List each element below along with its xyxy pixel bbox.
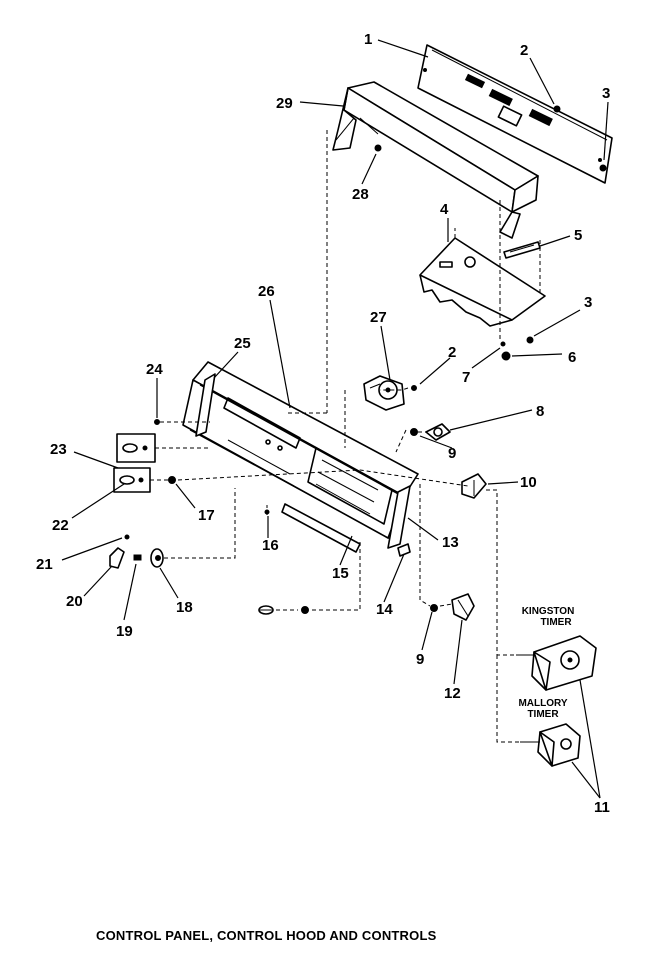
leader-lines — [61, 39, 609, 799]
part-28-screw — [374, 144, 382, 152]
callout-17: 17 — [198, 507, 215, 524]
kingston-label-line2: TIMER — [540, 617, 572, 628]
callout-16: 16 — [262, 537, 279, 554]
callout-6: 6 — [568, 349, 576, 366]
part-12-knob — [451, 593, 475, 621]
callout-24: 24 — [146, 361, 163, 378]
callout-1: 1 — [364, 31, 372, 48]
callout-22: 22 — [52, 517, 69, 534]
part-18-knob — [150, 548, 164, 568]
knob-bottom-left — [258, 605, 274, 615]
callout-23: 23 — [50, 441, 67, 458]
callout-28: 28 — [352, 186, 369, 203]
callout-2-mid: 2 — [448, 344, 456, 361]
part-25-end-trim-left — [195, 373, 216, 437]
callout-26: 26 — [258, 283, 275, 300]
callout-20: 20 — [66, 593, 83, 610]
callout-5: 5 — [574, 227, 582, 244]
callout-8: 8 — [536, 403, 544, 420]
callout-10: 10 — [520, 474, 537, 491]
part-13-end-trim-right — [387, 485, 411, 549]
part-10-switch — [461, 473, 487, 499]
part-1-rear-panel — [417, 44, 613, 184]
part-11-kingston-timer — [516, 635, 597, 691]
callout-27: 27 — [370, 309, 387, 326]
diagram-caption: CONTROL PANEL, CONTROL HOOD AND CONTROLS — [96, 928, 437, 943]
part-2-screw-mid — [411, 385, 417, 391]
part-20-button — [109, 547, 125, 569]
part-9-washer-top — [410, 428, 418, 436]
callout-14: 14 — [376, 601, 393, 618]
part-29-control-hood — [332, 81, 539, 239]
part-3-screw-top — [599, 164, 607, 172]
callout-12: 12 — [444, 685, 461, 702]
part-17-nut — [168, 476, 176, 484]
callout-25: 25 — [234, 335, 251, 352]
callout-3-top: 3 — [602, 85, 610, 102]
part-26-control-panel — [182, 361, 419, 541]
part-4-control-bracket — [419, 228, 546, 327]
callout-7: 7 — [462, 369, 470, 386]
callout-15: 15 — [332, 565, 349, 582]
part-8-knob — [425, 423, 451, 441]
callout-29: 29 — [276, 95, 293, 112]
callout-9-top: 9 — [448, 445, 456, 462]
nut-bottom — [301, 606, 309, 614]
part-27-switch — [363, 375, 405, 411]
callout-21: 21 — [36, 556, 53, 573]
part-3-screw-mid — [526, 336, 534, 344]
part-22-switch-plate — [113, 467, 151, 493]
callout-11: 11 — [594, 799, 610, 816]
part-5-clip — [503, 241, 541, 259]
callouts: 1 2 3 29 28 4 5 3 26 27 25 2 6 7 24 8 9 … — [36, 31, 610, 816]
part-15-lens — [281, 503, 361, 553]
mallory-label-line2: TIMER — [527, 709, 559, 720]
callout-13: 13 — [442, 534, 459, 551]
mallory-label-line1: MALLORY — [518, 698, 567, 709]
callout-3-mid: 3 — [584, 294, 592, 311]
callout-18: 18 — [176, 599, 193, 616]
part-24-screw — [154, 419, 160, 425]
assembly-lines — [150, 130, 541, 743]
kingston-label-line1: KINGSTON — [522, 606, 575, 617]
part-14-clip — [397, 543, 411, 557]
callout-9-bottom: 9 — [416, 651, 424, 668]
part-11-mallory-timer — [520, 723, 581, 767]
part-7-washer — [500, 341, 506, 347]
part-21-screw — [124, 534, 130, 540]
part-9-washer-bottom — [430, 604, 438, 612]
part-6-nut — [501, 351, 511, 361]
part-23-switch-plate — [116, 433, 156, 463]
callout-4: 4 — [440, 201, 449, 218]
callout-2-top: 2 — [520, 42, 528, 59]
part-2-screw-top — [553, 105, 561, 113]
part-19-spring — [133, 554, 142, 561]
callout-19: 19 — [116, 623, 133, 640]
